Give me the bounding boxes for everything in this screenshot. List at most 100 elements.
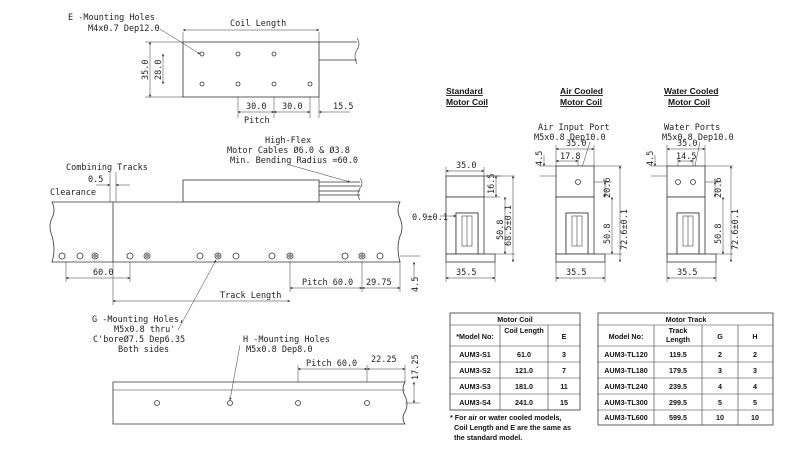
- air-port-1: Air Input Port: [538, 123, 610, 133]
- coil-header-e: E: [562, 332, 567, 341]
- air-port-2: M5x0.8 Dep10.0: [534, 133, 606, 143]
- coil-top-view: Coil Length E -Mounting Holes M4x0.7 Dep…: [68, 13, 360, 126]
- std-h508: 50.8: [496, 220, 506, 240]
- e-mounting-holes: [199, 51, 313, 87]
- water-w35: 35.0: [677, 139, 697, 149]
- water-h45: 4.5: [646, 151, 656, 166]
- water-w145: 14.5: [676, 152, 696, 162]
- table-cell: 5: [753, 398, 757, 407]
- table-cell: AUM3-TL300: [604, 398, 648, 407]
- track-header-length: Track Length: [666, 327, 690, 344]
- standard-title-1: Standard: [446, 86, 483, 96]
- table-cell: 4: [753, 382, 757, 391]
- motor-track-table: Motor Track Model No: Track Length G H A…: [597, 312, 774, 426]
- dim-30-a: 30.0: [246, 102, 266, 112]
- track-bottom-view: H -Mounting Holes M5x0.8 Dep8.0 Pitch 60…: [112, 335, 421, 425]
- side-view: High-Flex Motor Cables Ø6.0 & Ø3.8 Min. …: [49, 136, 421, 355]
- g-holes-line-1: G -Mounting Holes,: [92, 315, 184, 325]
- table-cell: AUM3-TL120: [604, 350, 648, 359]
- table-cell: 7: [562, 366, 566, 375]
- table-row: AUM3-TL600 599.5 10 10: [604, 413, 759, 422]
- dim-17-25: 17.25: [411, 354, 421, 380]
- pitch-label: Pitch: [244, 116, 270, 126]
- h-holes-line-2: M5x0.8 Dep8.0: [246, 345, 313, 355]
- table-cell: 4: [718, 382, 722, 391]
- motor-coil-table-title: Motor Coil: [497, 315, 533, 324]
- table-cell: 299.5: [669, 398, 687, 407]
- motor-coil-table: Motor Coil *Model No: Coil Length E AUM3…: [449, 312, 581, 442]
- h-mounting-holes: [154, 400, 370, 406]
- table-cell: 119.5: [669, 350, 687, 359]
- combining-label: Combining Tracks: [66, 163, 148, 173]
- table-row: AUM3-S4 241.0 15: [459, 398, 568, 407]
- table-cell: 239.5: [669, 382, 687, 391]
- coil-side-body: [182, 179, 320, 203]
- table-cell: 10: [716, 413, 724, 422]
- pitch-60-bottom: Pitch 60.0: [306, 359, 357, 369]
- g-holes-line-2: M5x0.8 thru': [114, 325, 175, 335]
- track-header-model: Model No:: [609, 332, 644, 341]
- air-h206: 20.6: [603, 178, 613, 198]
- coil-top-outline: [182, 41, 320, 98]
- air-title-1: Air Cooled: [560, 86, 603, 96]
- table-cell: AUM3-TL180: [604, 366, 648, 375]
- gap-0-5: 0.5: [88, 175, 103, 185]
- track-length-label: Track Length: [220, 291, 281, 301]
- dim-30-b: 30.0: [282, 102, 302, 112]
- coil-note-1: * For air or water cooled models,: [450, 413, 561, 422]
- coil-header-length: Coil Length: [504, 327, 544, 335]
- table-row: AUM3-TL240 239.5 4 4: [604, 382, 757, 391]
- std-gap: 0.9±0.1: [412, 213, 448, 223]
- h-holes-line-1: H -Mounting Holes: [243, 335, 330, 345]
- air-h45: 4.5: [535, 151, 545, 166]
- air-title-2: Motor Coil: [560, 97, 602, 107]
- water-h508: 50.8: [714, 224, 724, 244]
- clearance-label: Clearance: [50, 188, 96, 198]
- water-h726: 72.6±0.1: [731, 209, 741, 250]
- cables-line-1: High-Flex: [265, 136, 311, 146]
- std-w35: 35.0: [456, 161, 476, 171]
- dim-28-top: 28.0: [154, 60, 164, 80]
- track-header-g: G: [717, 332, 723, 341]
- table-cell: 15: [560, 398, 568, 407]
- track-counterbore-holes: [58, 252, 384, 260]
- table-cell: 181.0: [515, 382, 533, 391]
- table-cell: AUM3-TL240: [604, 382, 648, 391]
- pitch-60-side: Pitch 60.0: [302, 278, 353, 288]
- std-w355: 35.5: [456, 268, 476, 278]
- g-holes-line-4: Both sides: [118, 345, 169, 355]
- table-cell: AUM3-TL600: [604, 413, 648, 422]
- dim-15-5: 15.5: [333, 102, 353, 112]
- table-cell: AUM3-S2: [459, 366, 491, 375]
- coil-header-model: *Model No:: [456, 332, 494, 341]
- water-title-2: Motor Coil: [668, 97, 710, 107]
- table-cell: 241.0: [515, 398, 533, 407]
- std-h165: 16.5: [487, 174, 497, 194]
- cables-line-3: Min. Bending Radius =60.0: [230, 156, 358, 166]
- dim-22-25: 22.25: [371, 355, 397, 365]
- dim-35-top: 35.0: [141, 60, 151, 80]
- coil-length-label: Coil Length: [230, 19, 286, 29]
- track-header-h: H: [752, 332, 757, 341]
- table-cell: 2: [718, 350, 722, 359]
- air-w178: 17.8: [560, 152, 580, 162]
- water-w355: 35.5: [677, 268, 697, 278]
- water-title-1: Water Cooled: [664, 86, 718, 96]
- dim-60-side: 60.0: [93, 268, 113, 278]
- water-coil-section: Water Cooled Motor Coil Water Ports M5x0…: [646, 86, 741, 282]
- cables-line-2: Motor Cables Ø6.0 & Ø3.8: [227, 145, 350, 156]
- standard-title-2: Motor Coil: [446, 97, 488, 107]
- table-cell: 61.0: [517, 350, 531, 359]
- table-row: AUM3-S1 61.0 3: [459, 350, 566, 359]
- table-row: AUM3-TL300 299.5 5 5: [604, 398, 757, 407]
- table-row: AUM3-S2 121.0 7: [459, 366, 566, 375]
- air-h726: 72.6±0.1: [620, 209, 630, 250]
- air-w35: 35.0: [566, 139, 586, 149]
- table-cell: 3: [562, 350, 566, 359]
- table-row: AUM3-TL120 119.5 2 2: [604, 350, 757, 359]
- water-h206: 20.6: [714, 178, 724, 198]
- table-cell: AUM3-S1: [459, 350, 491, 359]
- table-cell: 179.5: [669, 366, 687, 375]
